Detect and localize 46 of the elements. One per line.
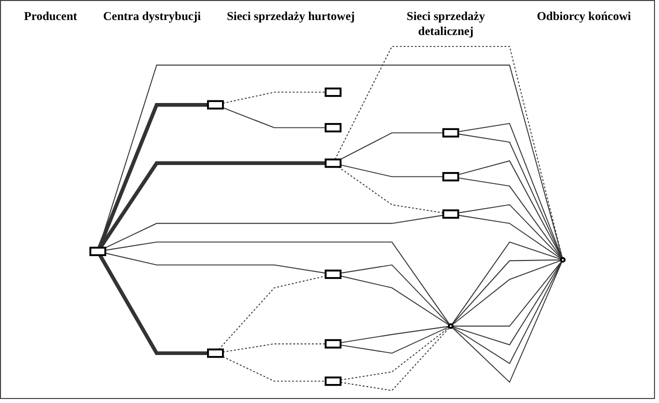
column-heading: Producent <box>24 9 78 25</box>
node-box <box>324 376 342 386</box>
connector <box>340 132 444 160</box>
connector <box>340 326 450 344</box>
connector <box>334 46 563 258</box>
connector <box>104 252 326 274</box>
node-box <box>324 270 342 279</box>
node-box <box>324 123 342 132</box>
connector <box>222 92 326 104</box>
connector <box>452 261 562 383</box>
node-box <box>324 339 342 349</box>
node-box <box>324 88 342 97</box>
connector <box>458 160 562 259</box>
node-box <box>207 348 224 358</box>
column-heading: Centra dystrybucji <box>103 9 201 25</box>
connector <box>104 242 450 326</box>
connector <box>222 343 326 352</box>
connector <box>222 356 326 382</box>
node-ellipse <box>448 323 454 329</box>
connector <box>458 204 562 259</box>
connector <box>458 177 562 259</box>
connector <box>98 102 208 248</box>
node-box <box>89 246 106 256</box>
connector <box>458 214 562 260</box>
connector <box>222 107 326 128</box>
connector <box>340 327 450 392</box>
connector <box>340 264 450 326</box>
column-heading: Sieci sprzedaży detalicznej <box>406 9 486 39</box>
connector <box>340 164 444 178</box>
connector <box>452 261 562 364</box>
connector <box>98 64 563 258</box>
column-heading: Sieci sprzedaży hurtowej <box>226 9 355 25</box>
connector <box>451 242 562 326</box>
connector <box>452 260 562 346</box>
column-heading: Odbiorcy końcowi <box>536 9 631 25</box>
connector <box>340 276 450 326</box>
connector <box>104 214 444 248</box>
connector <box>98 254 208 356</box>
connector <box>340 326 450 354</box>
node-box <box>324 158 342 168</box>
node-box <box>207 100 224 110</box>
node-box <box>442 172 460 182</box>
connector <box>340 326 450 380</box>
node-box <box>442 128 460 138</box>
node-box <box>442 209 460 219</box>
node-ellipse <box>560 257 566 263</box>
